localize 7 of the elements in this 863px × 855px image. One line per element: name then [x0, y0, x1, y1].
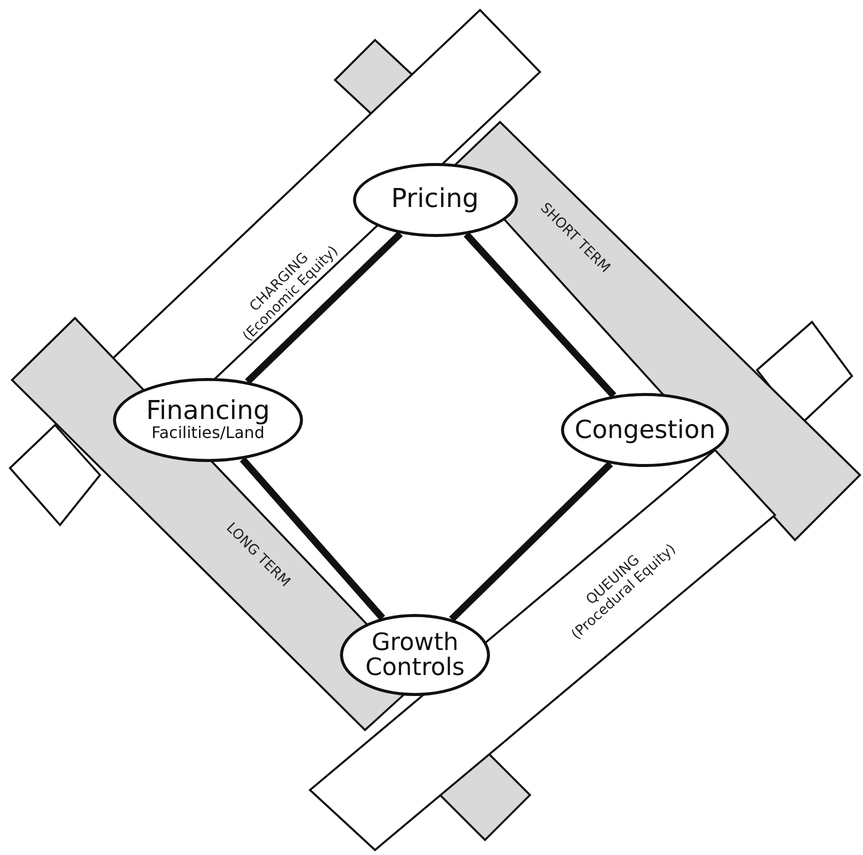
node-subtitle: Facilities/Land: [152, 425, 264, 442]
node-title: Pricing: [391, 186, 479, 214]
connector-line: [245, 231, 403, 384]
node-title: Financing: [146, 398, 270, 426]
connector-line: [449, 461, 613, 622]
node-title: Congestion: [574, 416, 716, 444]
node-title: Growth Controls: [364, 630, 466, 680]
